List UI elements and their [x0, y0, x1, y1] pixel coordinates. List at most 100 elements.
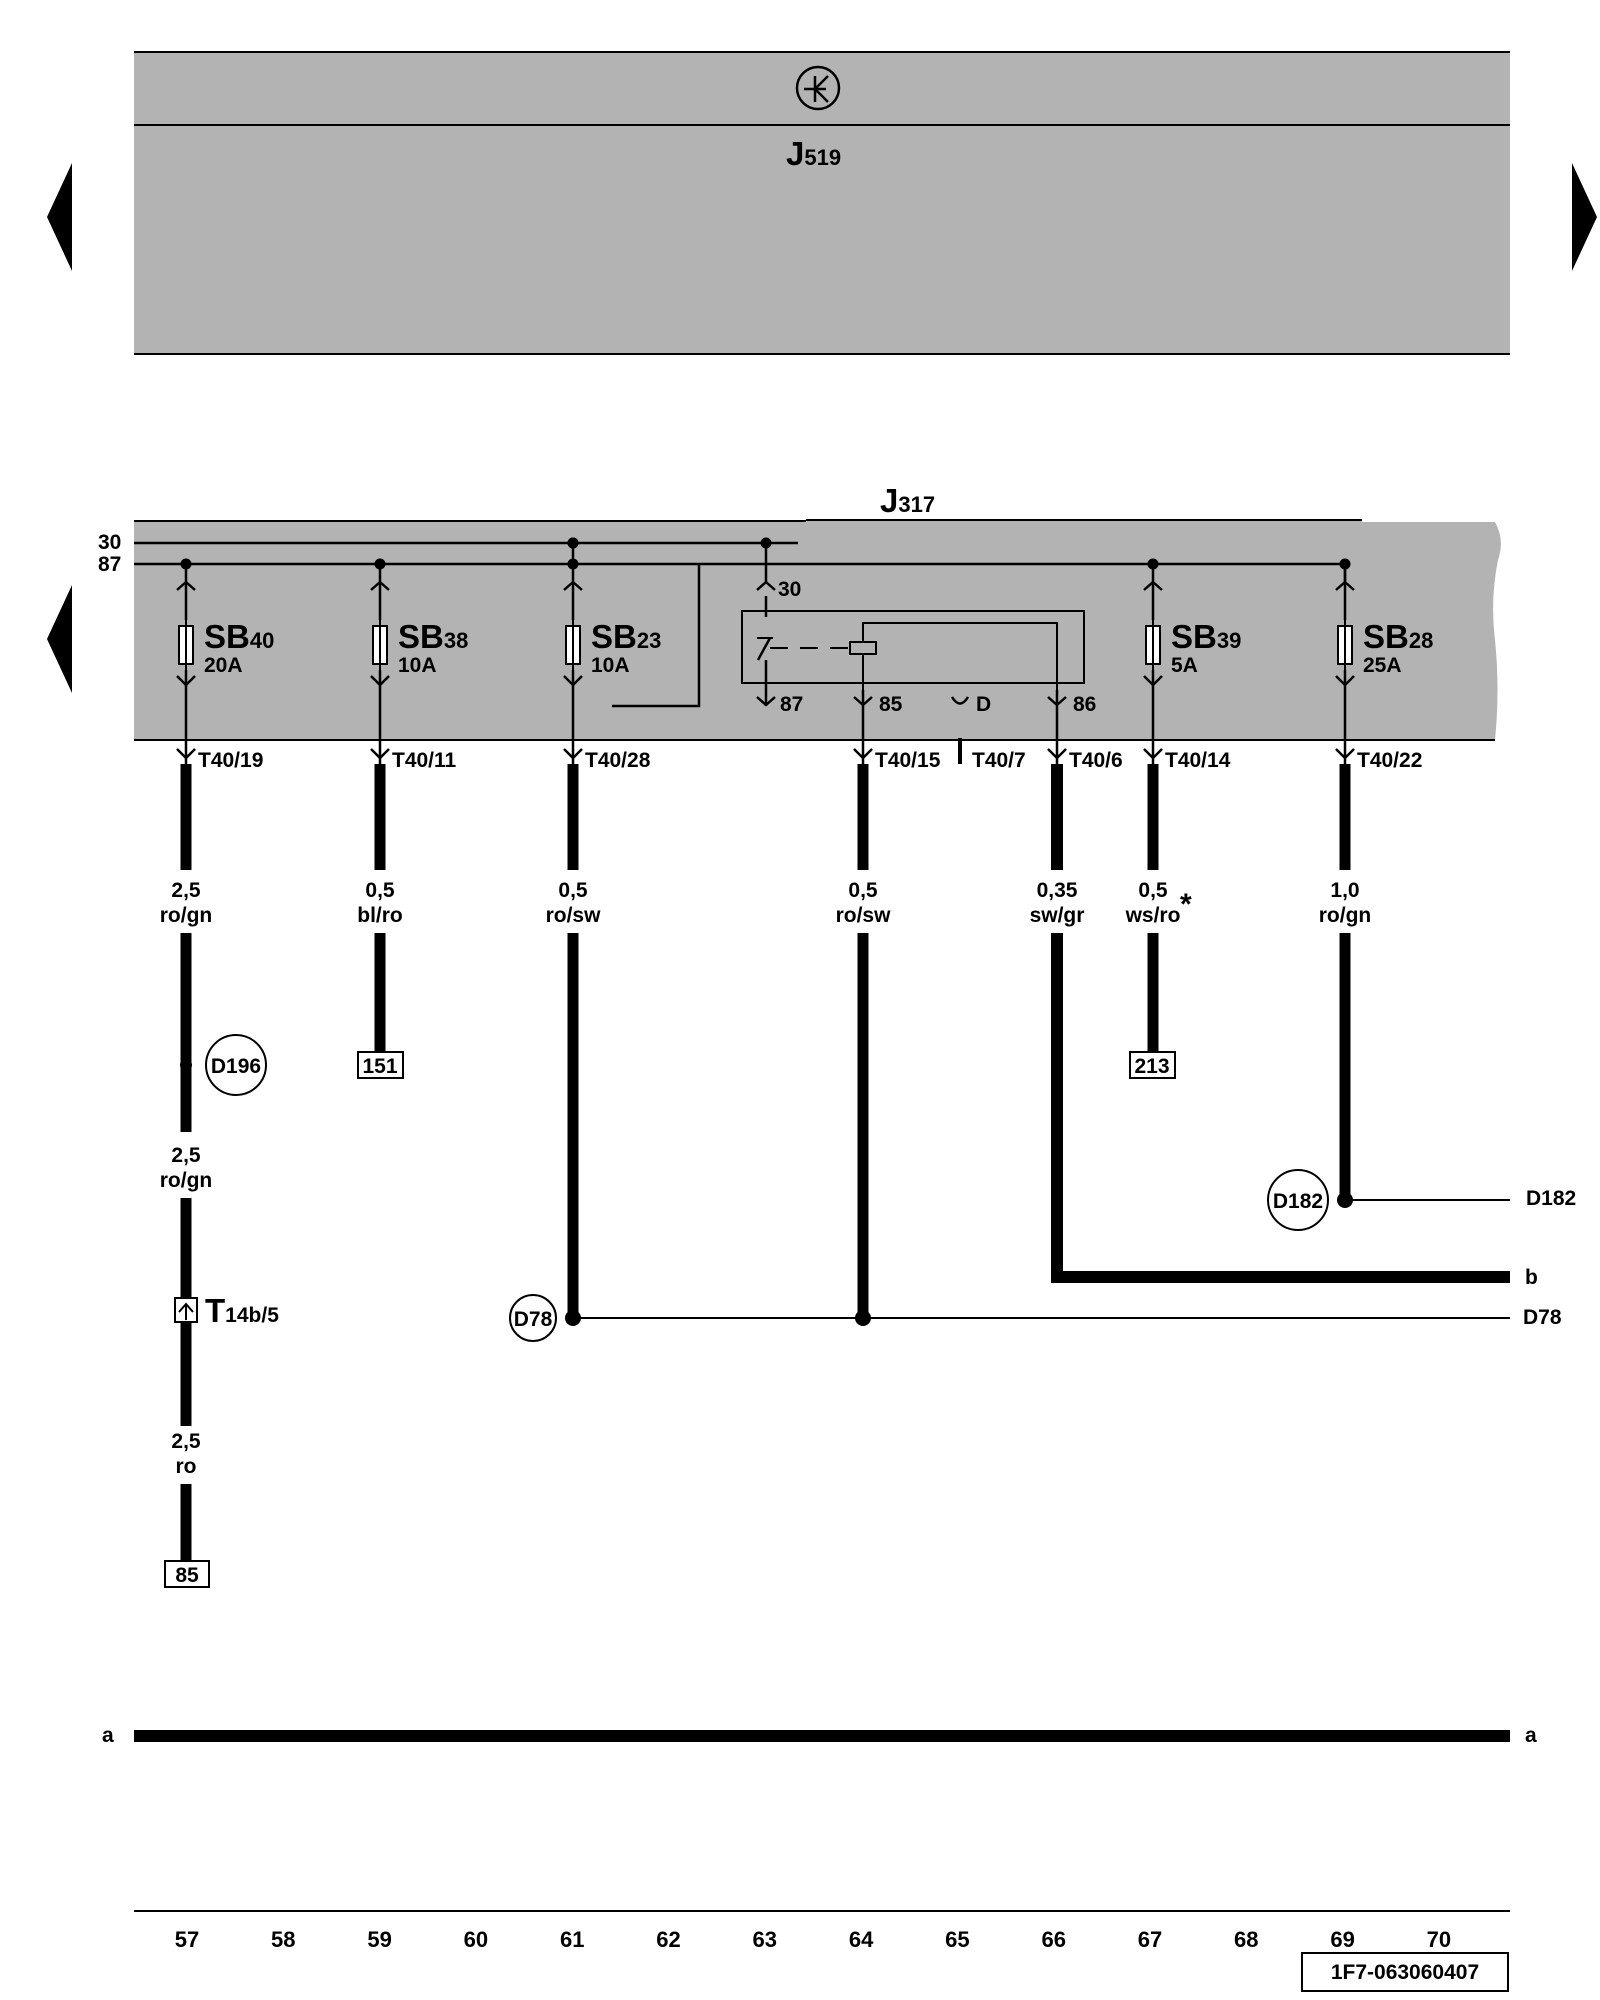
connector-label: T40/6: [1069, 749, 1123, 772]
lower-routing: [134, 935, 1510, 1742]
wire: 0,5bl/ro: [357, 764, 403, 1052]
prev-arrow-lower-icon[interactable]: [47, 585, 72, 693]
connector-pin: T40/15: [853, 690, 941, 772]
connector-label: T40/19: [198, 749, 263, 772]
control-unit-j519: J519: [134, 51, 1510, 355]
connector-pin: T40/19: [176, 690, 263, 772]
svg-text:151: 151: [362, 1055, 397, 1078]
wire-size: 2,5: [171, 1144, 201, 1167]
grid-number: 70: [1427, 1927, 1451, 1952]
svg-text:D78: D78: [514, 1308, 553, 1331]
edge-label-a-left: a: [102, 1724, 114, 1747]
grid-number: 68: [1234, 1927, 1258, 1952]
connector-pin: T40/22: [1335, 690, 1422, 772]
fuse-rating: 10A: [591, 654, 630, 677]
wire: 2,5ro: [171, 1322, 201, 1561]
connector-t14b5: T14b/5: [174, 1292, 279, 1329]
wire-color: ws/ro: [1125, 904, 1181, 927]
wire: 2,5ro/gn: [160, 764, 213, 1060]
connector-pin: T40/28: [563, 690, 651, 772]
grid-number: 67: [1138, 1927, 1162, 1952]
relay-term-85: 85: [879, 693, 903, 716]
ref-box-213[interactable]: 213: [1129, 1051, 1176, 1079]
wire-size: 2,5: [171, 1430, 201, 1453]
wire-color: ro/gn: [1319, 904, 1372, 927]
wire-size: 0,5: [848, 879, 878, 902]
wire-size: 0,35: [1037, 879, 1078, 902]
edge-label-a-right: a: [1525, 1724, 1537, 1747]
rail-30: 30: [98, 531, 798, 554]
fuse-rating: 5A: [1171, 654, 1198, 677]
wire-color: ro/gn: [160, 1169, 213, 1192]
splice-d182: D182: [1267, 1169, 1329, 1231]
ref-box-151[interactable]: 151: [357, 1051, 404, 1079]
grid-number: 66: [1041, 1927, 1065, 1952]
wire: 0,5ro/sw: [546, 764, 602, 1318]
svg-text:85: 85: [175, 1564, 199, 1587]
grid-number: 60: [464, 1927, 488, 1952]
wire-size: 0,5: [1138, 879, 1168, 902]
grid-number: 64: [849, 1927, 874, 1952]
wire-color: bl/ro: [357, 904, 403, 927]
svg-text:213: 213: [1134, 1055, 1169, 1078]
connector-pin: T40/7: [972, 749, 1026, 772]
wire-color: ro: [176, 1455, 197, 1478]
wire-size: 0,5: [365, 879, 395, 902]
wire: 1,0ro/gn: [1319, 764, 1372, 1200]
svg-text:D182: D182: [1273, 1190, 1323, 1213]
connector-label: T40/7: [972, 749, 1026, 772]
grid-number: 57: [175, 1927, 199, 1952]
connector-pin: T40/11: [370, 690, 457, 772]
svg-text:D196: D196: [211, 1055, 261, 1078]
wire: 0,5ws/ro: [1125, 764, 1181, 1052]
wire: 2,5ro/gn: [160, 1060, 213, 1298]
wire-color: ro/gn: [160, 904, 213, 927]
j317-label: J317: [880, 482, 935, 519]
ref-box-85[interactable]: 85: [164, 1560, 210, 1588]
svg-text:T14b/5: T14b/5: [205, 1292, 279, 1329]
doc-id-box: 1F7-063060407: [1301, 1952, 1509, 1992]
svg-text:1F7-063060407: 1F7-063060407: [1331, 1961, 1479, 1984]
wire-size: 1,0: [1330, 879, 1359, 902]
relay: 30 87 85 D 86: [567, 537, 1096, 716]
prev-page-arrow-icon[interactable]: [47, 163, 72, 271]
grid-number: 61: [560, 1927, 584, 1952]
splice-d196: D196: [180, 1034, 267, 1096]
relay-term-d: D: [976, 693, 991, 716]
wire-size: 2,5: [171, 879, 201, 902]
edge-label-d182: D182: [1526, 1187, 1576, 1210]
splice-d78: D78: [509, 1294, 557, 1342]
grid-number: 58: [271, 1927, 295, 1952]
fuse-rating: 25A: [1363, 654, 1402, 677]
wire-color: ro/sw: [836, 904, 892, 927]
wire: 0,5ro/sw: [836, 764, 892, 1318]
connector-pin: T40/14: [1143, 690, 1231, 772]
edge-label-d78: D78: [1523, 1306, 1562, 1329]
relay-term-30: 30: [778, 578, 801, 601]
svg-text:87: 87: [98, 553, 121, 576]
electronic-unit-icon: [795, 65, 841, 111]
next-page-arrow-icon[interactable]: [1572, 163, 1597, 271]
relay-carrier-j317: J317: [134, 482, 1501, 741]
wire-color: ro/sw: [546, 904, 602, 927]
wire-color: sw/gr: [1030, 904, 1085, 927]
wires: 2,5ro/gn0,5bl/ro0,5ro/sw0,5ro/sw0,35sw/g…: [160, 764, 1372, 1561]
grid-number: 65: [945, 1927, 969, 1952]
edge-label-b: b: [1525, 1266, 1538, 1289]
fuse-rating: 10A: [398, 654, 437, 677]
relay-term-87: 87: [780, 693, 803, 716]
connector-label: T40/14: [1165, 749, 1231, 772]
connector-label: T40/11: [392, 749, 457, 772]
wire-size: 0,5: [558, 879, 588, 902]
j519-label: J519: [786, 135, 841, 172]
connector-label: T40/28: [585, 749, 651, 772]
connector-pin: T40/6: [1047, 690, 1123, 772]
grid-number: 63: [753, 1927, 777, 1952]
